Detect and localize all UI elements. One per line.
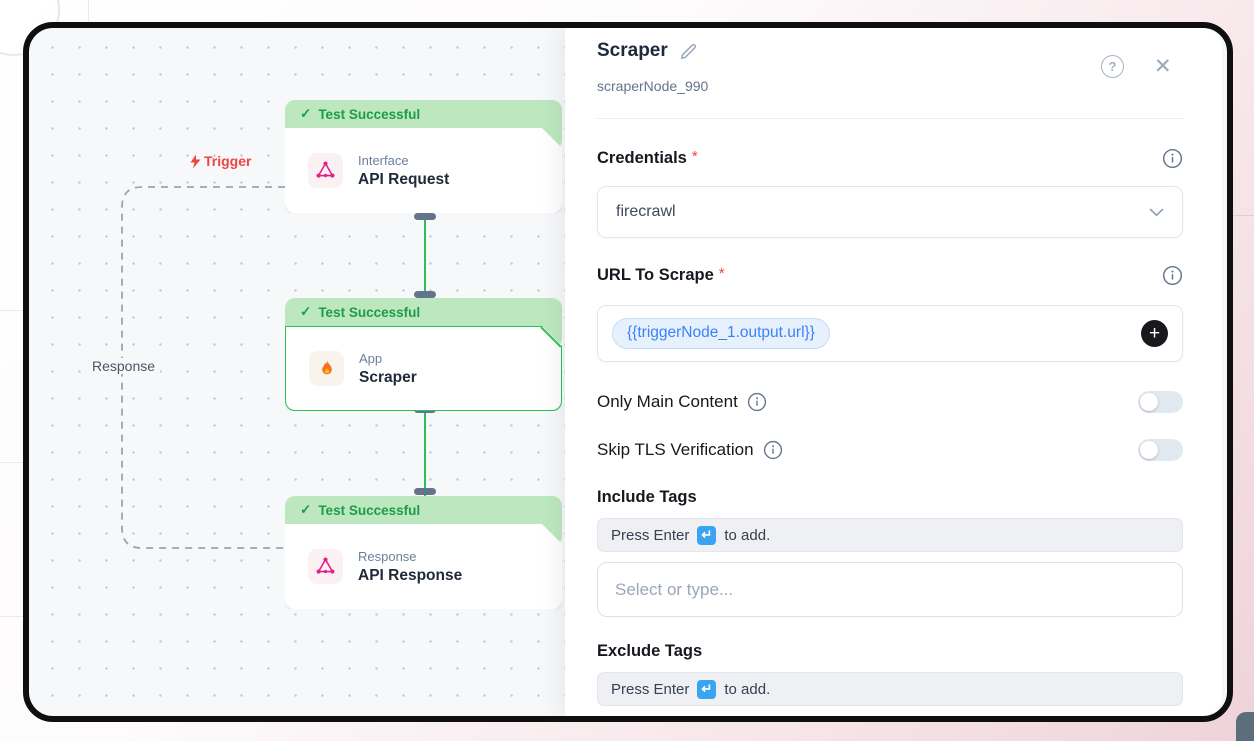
include-tags-hint: Press Enter ↵ to add. — [597, 518, 1183, 552]
hint-prefix: Press Enter — [611, 526, 690, 544]
hint-prefix: Press Enter — [611, 680, 690, 698]
node-status-text: Test Successful — [318, 304, 421, 320]
flame-icon — [309, 351, 344, 386]
background-gridline — [0, 310, 23, 311]
help-icon[interactable]: ? — [1101, 55, 1124, 78]
dashed-edge-path — [121, 186, 285, 549]
node-type-label: Response — [358, 548, 417, 564]
exclude-tags-hint: Press Enter ↵ to add. — [597, 672, 1183, 706]
node-name-label: API Response — [358, 566, 463, 584]
only-main-content-toggle[interactable] — [1138, 391, 1183, 413]
connector-line — [424, 213, 426, 298]
return-glyph: ↵ — [701, 527, 713, 542]
node-card[interactable]: App Scraper — [285, 326, 562, 411]
add-variable-button[interactable]: + — [1141, 320, 1168, 347]
node-card[interactable]: Interface API Request — [285, 128, 562, 213]
node-config-panel: Scraper scraperNode_990 ? ✕ Credentials … — [565, 28, 1222, 716]
url-to-scrape-label: URL To Scrape — [597, 266, 714, 284]
connector-port[interactable] — [414, 488, 436, 495]
info-icon[interactable] — [1162, 148, 1183, 169]
node-name-label: API Request — [358, 170, 450, 188]
node-status-text: Test Successful — [318, 502, 421, 518]
required-asterisk: * — [691, 148, 698, 165]
url-to-scrape-input[interactable]: {{triggerNode_1.output.url}} + — [597, 305, 1183, 362]
trigger-edge-label: Trigger — [189, 153, 251, 169]
close-icon[interactable]: ✕ — [1154, 56, 1172, 77]
skip-tls-verification-label: Skip TLS Verification — [597, 440, 754, 459]
lightning-icon — [190, 154, 201, 168]
graph-node-icon — [308, 549, 343, 584]
panel-title: Scraper — [597, 40, 668, 61]
connector-line — [424, 410, 426, 496]
required-asterisk: * — [718, 265, 725, 282]
credentials-value: firecrawl — [616, 203, 676, 220]
plus-glyph: + — [1148, 323, 1161, 344]
include-tags-label: Include Tags — [597, 488, 697, 506]
enter-key-icon: ↵ — [697, 679, 717, 699]
credentials-select[interactable]: firecrawl — [597, 186, 1183, 238]
exclude-tags-label: Exclude Tags — [597, 642, 703, 660]
node-api-request[interactable]: ✓ Test Successful — [285, 100, 562, 213]
info-icon[interactable] — [1162, 265, 1183, 286]
background-gridline — [1233, 215, 1254, 216]
response-edge-label-text: Response — [92, 358, 156, 374]
node-id-label: scraperNode_990 — [597, 78, 709, 94]
node-status-text: Test Successful — [318, 106, 421, 122]
chevron-down-icon — [1149, 208, 1164, 217]
info-icon[interactable] — [747, 392, 767, 412]
node-card[interactable]: Response API Response — [285, 524, 562, 609]
connector-port[interactable] — [414, 291, 436, 298]
skip-tls-verification-toggle[interactable] — [1138, 439, 1183, 461]
background-gridline — [0, 616, 23, 617]
node-scraper[interactable]: ✓ Test Successful App Scraper — [285, 298, 562, 411]
node-type-label: App — [359, 350, 383, 366]
node-type-label: Interface — [358, 152, 409, 168]
node-name-label: Scraper — [359, 368, 417, 386]
background-gridline — [0, 462, 23, 463]
check-icon: ✓ — [300, 304, 312, 319]
only-main-content-label: Only Main Content — [597, 392, 738, 411]
return-glyph: ↵ — [701, 681, 713, 696]
check-icon: ✓ — [300, 106, 312, 121]
graph-node-icon — [308, 153, 343, 188]
workflow-window: Trigger Response ✓ Test Successful — [23, 22, 1233, 722]
close-glyph: ✕ — [1154, 55, 1172, 78]
trigger-edge-label-text: Trigger — [204, 153, 252, 169]
help-glyph: ? — [1108, 59, 1117, 74]
header-divider — [597, 118, 1183, 119]
background-corner-shape — [1236, 712, 1254, 741]
connector-port[interactable] — [414, 213, 436, 220]
edit-pencil-icon[interactable] — [679, 42, 698, 61]
response-edge-label: Response — [87, 358, 161, 374]
node-api-response[interactable]: ✓ Test Successful — [285, 496, 562, 609]
include-tags-input[interactable] — [597, 562, 1183, 617]
check-icon: ✓ — [300, 502, 312, 517]
info-icon[interactable] — [763, 440, 783, 460]
hint-suffix: to add. — [724, 680, 771, 698]
hint-suffix: to add. — [724, 526, 771, 544]
background-gridline — [88, 0, 89, 22]
variable-chip[interactable]: {{triggerNode_1.output.url}} — [612, 318, 830, 349]
enter-key-icon: ↵ — [697, 525, 717, 545]
credentials-label: Credentials — [597, 149, 687, 167]
